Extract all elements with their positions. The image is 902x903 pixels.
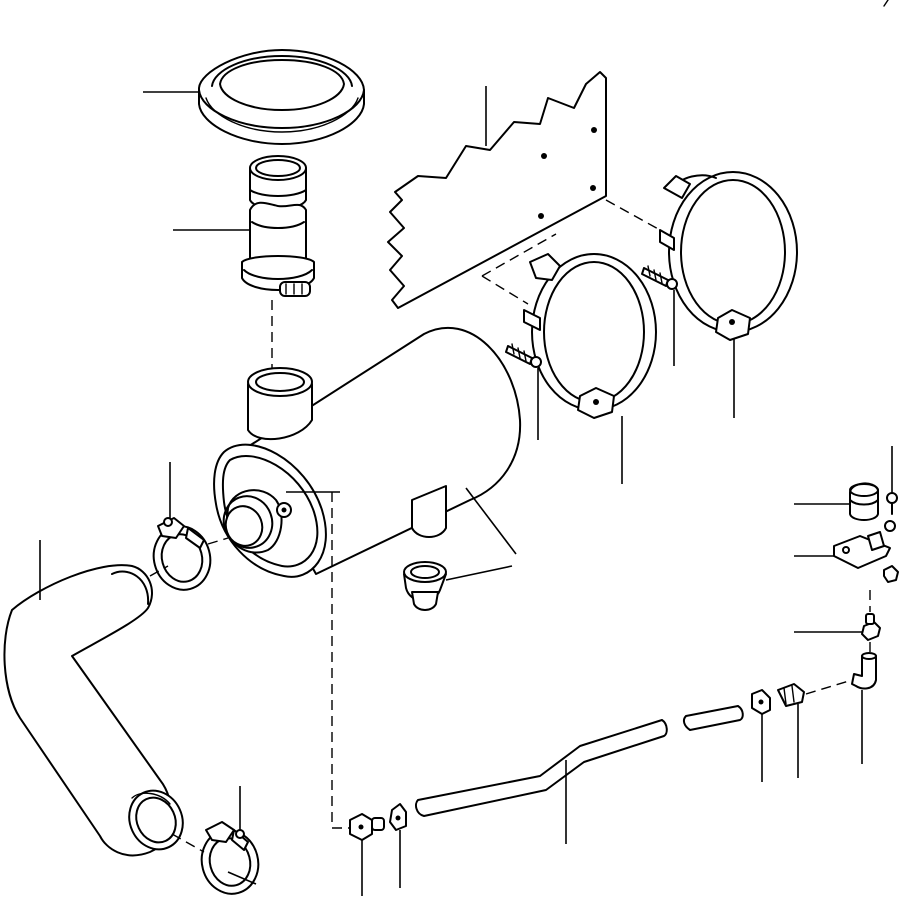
bolt-rear: [641, 265, 678, 290]
dust-valve: [403, 561, 447, 611]
pre-cleaner-tube: [241, 155, 315, 297]
nipple: [777, 683, 805, 707]
center-line-clamp-lower: [171, 833, 205, 853]
band-bracket-front: [523, 253, 657, 419]
hose-clamp-lower: [200, 821, 260, 895]
elbow-hose: [3, 564, 184, 857]
short-tube: [682, 705, 744, 731]
center-line-bracket: [481, 199, 661, 305]
mounting-bracket-plate: [387, 71, 607, 309]
adapter-fitting: [861, 613, 881, 641]
screw: [886, 492, 898, 515]
rain-cap: [198, 49, 365, 145]
hose-clamp-upper: [152, 517, 212, 591]
center-line-hose: [149, 565, 169, 577]
indicator-bracket: [833, 531, 891, 569]
connector-fitting: [349, 813, 385, 841]
center-line-vacuum: [331, 492, 350, 829]
elbow-fitting: [851, 652, 877, 690]
connector-nut: [389, 803, 407, 831]
nut: [751, 689, 771, 715]
long-tube: [415, 719, 668, 817]
leader-hose-clamp-lower-2: [227, 871, 257, 885]
small-nut: [883, 520, 899, 583]
bolt-front: [505, 343, 542, 368]
leader-dust-valve: [445, 565, 513, 581]
center-line-nipple: [805, 679, 853, 695]
end-cover: [222, 489, 292, 554]
band-bracket-rear: [659, 171, 798, 341]
restriction-indicator: [849, 482, 879, 521]
center-line-clamp-upper: [207, 537, 229, 545]
leader-air-cleaner-housing: [465, 487, 517, 555]
corner-mark: [883, 0, 889, 7]
